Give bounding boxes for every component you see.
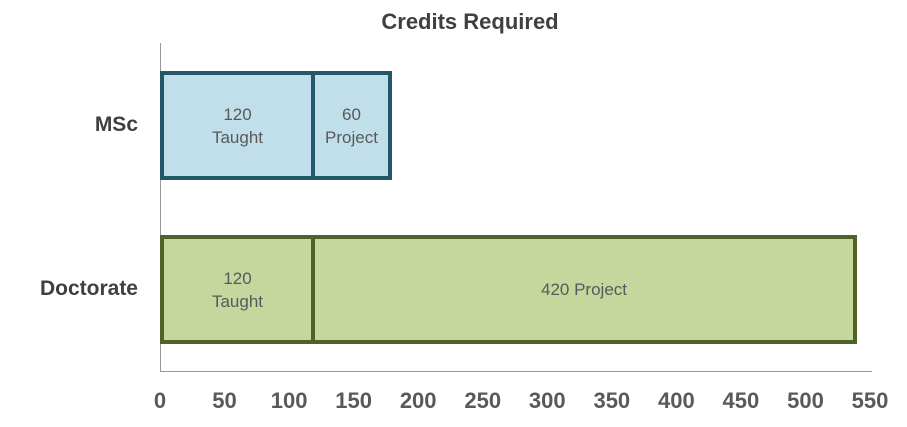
x-axis-tick-label: 550	[851, 388, 889, 413]
bar-segment-label-line: 420 Project	[541, 280, 627, 299]
bar-segment-label-line: 120	[223, 104, 252, 124]
x-axis-tick-label: 350	[593, 388, 631, 413]
x-axis-tick-label: 300	[528, 388, 566, 413]
x-axis-tick-label: 400	[658, 388, 695, 413]
x-axis-tick-label: 450	[722, 388, 760, 413]
bar-segment-label-line: Taught	[211, 127, 264, 147]
x-axis-tick-label: 0	[153, 388, 167, 413]
x-axis-tick-label: 100	[270, 388, 308, 413]
x-axis-tick-label: 500	[787, 388, 824, 413]
chart-title: Credits Required	[381, 9, 559, 34]
x-axis-tick-label: 250	[464, 388, 502, 413]
x-axis-line	[160, 371, 872, 372]
x-axis-tick-label: 50	[212, 388, 237, 413]
x-axis-tick-label: 200	[399, 388, 437, 413]
category-label-msc: MSc	[94, 113, 138, 136]
bar-segment-label-line: Taught	[211, 291, 264, 311]
bar-segment-doctorate-project: 420 Project	[311, 235, 857, 344]
x-axis-tick-label: 150	[335, 388, 372, 413]
bar-segment-label-line: 60	[342, 104, 361, 124]
bar-segment-label-line: Project	[325, 127, 378, 147]
category-label-doctorate: Doctorate	[39, 277, 138, 300]
bar-segment-label-line: 120	[223, 268, 252, 288]
y-axis-line	[160, 43, 161, 371]
